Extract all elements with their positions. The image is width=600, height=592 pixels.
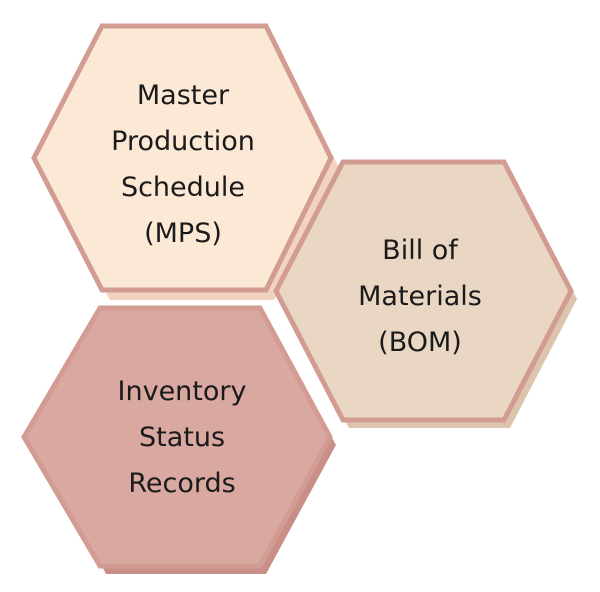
label-line: Status (138, 422, 226, 453)
label-line: Schedule (120, 172, 246, 203)
hexagon-mps (31, 23, 334, 293)
label-line: Materials (358, 281, 482, 312)
label-line: Records (128, 468, 236, 499)
label-line: Inventory (117, 376, 247, 407)
hexagon-inv-label: Inventory Status Records (82, 369, 282, 507)
hexagon-bom-label: Bill of Materials (BOM) (320, 228, 520, 366)
label-line: (BOM) (378, 327, 462, 358)
hexagon-mps-label: Master Production Schedule (MPS) (83, 73, 283, 257)
label-line: Production (111, 126, 255, 157)
label-line: (MPS) (144, 218, 222, 249)
hexagon-bom (273, 159, 574, 423)
label-line: Master (136, 80, 230, 111)
hexagon-inv (21, 305, 333, 569)
label-line: Bill of (382, 235, 458, 266)
